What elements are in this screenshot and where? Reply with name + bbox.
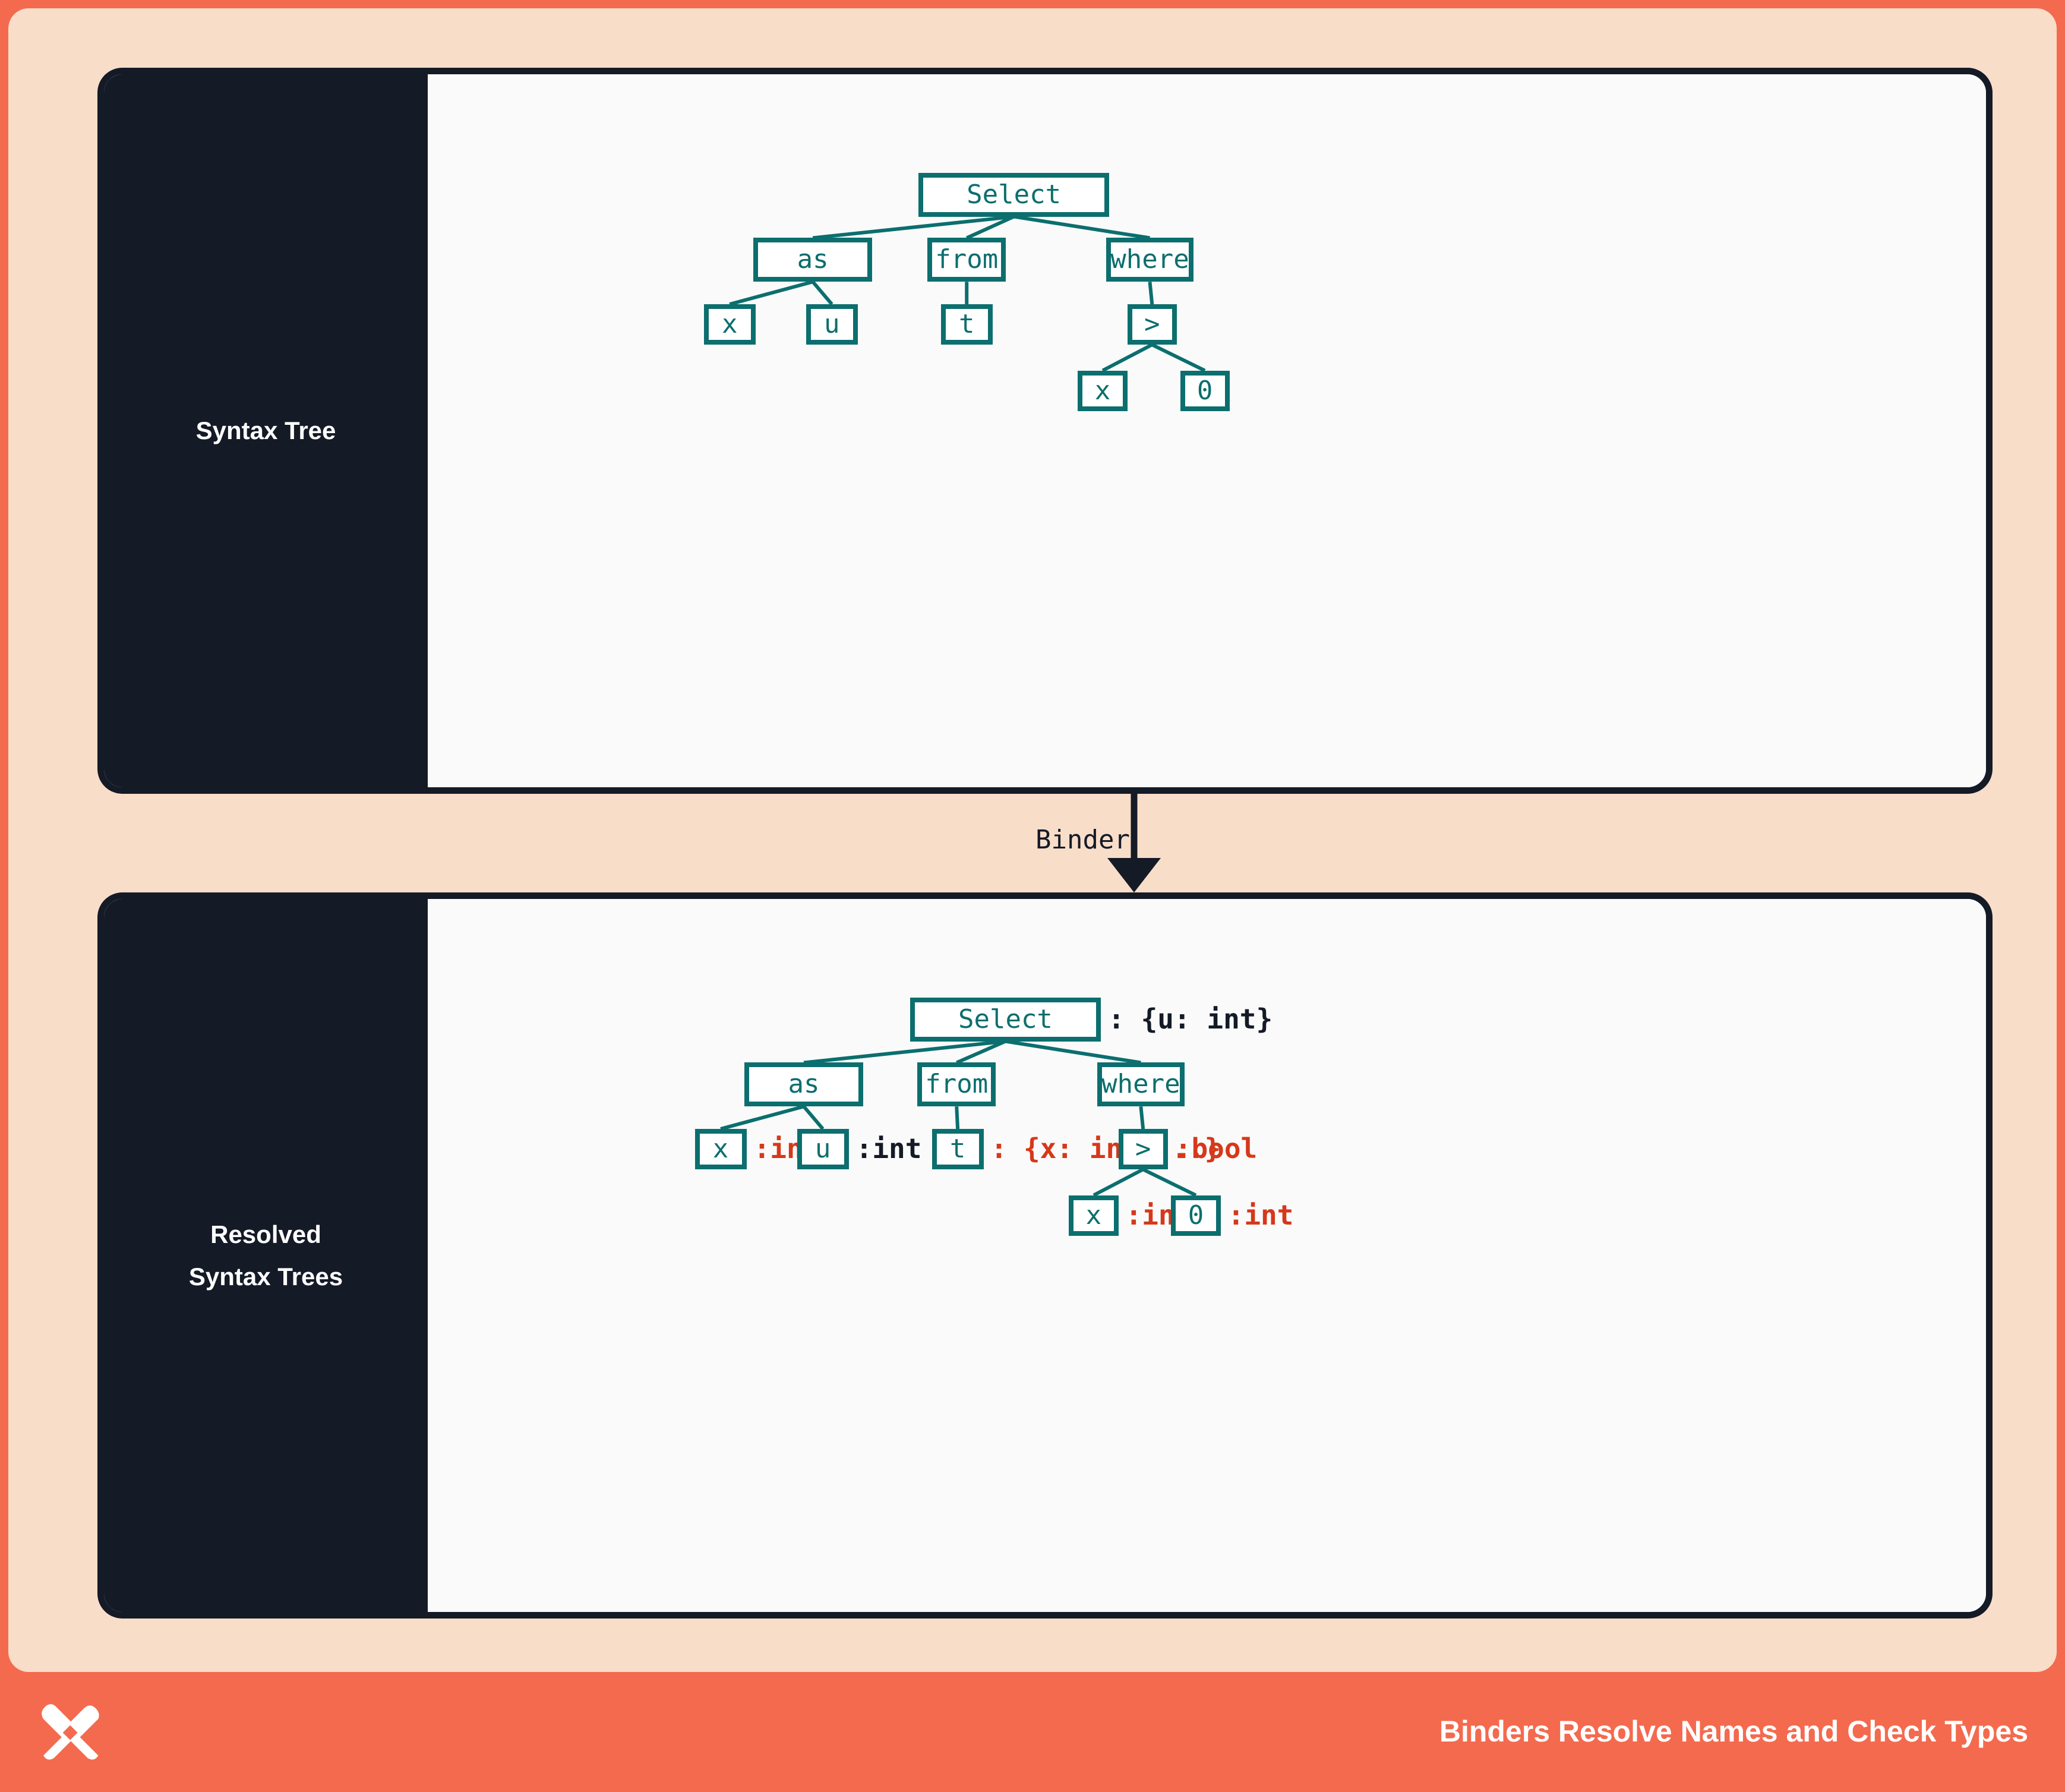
tree-node-x2[interactable]: x xyxy=(1069,1195,1119,1236)
type-annotation-select: : {u: int} xyxy=(1108,1002,1273,1035)
tree-edge-gt1-x2 xyxy=(1093,1168,1144,1197)
panel-resolved-syntax-trees: Resolved Syntax Trees Select : {u: int} as… xyxy=(97,892,1993,1619)
tree-node-select[interactable]: Select xyxy=(918,172,1110,217)
type-annotation-t1: : {x: int,...} xyxy=(990,1132,1221,1165)
tree-canvas-resolved-syntax-trees: Select : {u: int} as from where x :int u :int t : … xyxy=(428,899,1986,1612)
tree-node-label: x xyxy=(1094,375,1111,406)
tree-node-t1[interactable]: t xyxy=(932,1129,984,1170)
tree-node-label: from xyxy=(935,244,999,275)
footer-caption: Binders Resolve Names and Check Types xyxy=(1439,1715,2028,1748)
tree-edge-select-from xyxy=(965,214,1015,240)
tree-node-label: x xyxy=(721,309,738,340)
tree-edge-gt1-x2 xyxy=(1101,343,1153,373)
type-annotation-u1: :int xyxy=(855,1132,922,1165)
tree-edge-gt1-zero1 xyxy=(1142,1168,1197,1197)
sidebar-label-resolved-syntax-trees: Resolved Syntax Trees xyxy=(188,1220,343,1291)
tree-node-label: u xyxy=(814,1134,831,1165)
tree-canvas-syntax-tree: Select as from where x u t > x 0 xyxy=(428,74,1986,787)
sidebar-label-syntax-tree: Syntax Tree xyxy=(195,417,336,445)
tree-edge-select-as xyxy=(812,214,1014,240)
tree-edges-syntax-tree xyxy=(729,214,1206,373)
x-mark-logo-icon xyxy=(42,1704,99,1760)
tree-node-label: from xyxy=(925,1069,989,1100)
tree-edge-where-gt1 xyxy=(1139,1106,1145,1130)
tree-edge-select-where xyxy=(1005,1039,1141,1065)
tree-node-gt1[interactable]: > xyxy=(1127,304,1177,345)
binder-arrow-icon xyxy=(1107,794,1161,892)
tree-node-from[interactable]: from xyxy=(927,238,1006,282)
binder-transition: Binder xyxy=(97,794,1993,892)
tree-edge-from-t1 xyxy=(955,1106,960,1130)
tree-node-label: where xyxy=(1101,1069,1180,1100)
tree-node-u1[interactable]: u xyxy=(806,304,858,345)
tree-node-zero1[interactable]: 0 xyxy=(1171,1195,1221,1236)
type-annotation-zero1: :int xyxy=(1227,1198,1294,1231)
tree-node-as[interactable]: as xyxy=(753,238,873,282)
tree-edge-select-where xyxy=(1013,214,1150,240)
tree-node-label: t xyxy=(958,309,975,340)
tree-edge-as-x1 xyxy=(720,1105,804,1131)
tree-node-label: > xyxy=(1144,309,1160,340)
tree-node-label: as xyxy=(797,244,829,275)
tree-node-from[interactable]: from xyxy=(917,1062,996,1107)
tree-node-label: 0 xyxy=(1188,1200,1204,1231)
tree-node-label: u xyxy=(824,309,840,340)
tree-node-where[interactable]: where xyxy=(1097,1062,1185,1107)
tree-node-as[interactable]: as xyxy=(744,1062,864,1107)
panel-syntax-tree: Syntax Tree Select as from where x u t > x 0 xyxy=(97,68,1993,794)
tree-node-label: where xyxy=(1110,244,1189,275)
tree-node-label: Select xyxy=(967,179,1062,210)
sidebar-resolved-syntax-trees: Resolved Syntax Trees xyxy=(104,899,428,1612)
type-annotation-gt1: :bool xyxy=(1174,1132,1258,1165)
footer-bar: Binders Resolve Names and Check Types xyxy=(0,1672,2065,1792)
tree-node-label: as xyxy=(788,1069,820,1100)
tree-node-zero1[interactable]: 0 xyxy=(1180,370,1230,411)
tree-edge-gt1-zero1 xyxy=(1151,343,1206,373)
tree-node-t1[interactable]: t xyxy=(940,304,993,345)
tree-edge-as-x1 xyxy=(729,280,813,306)
tree-node-label: > xyxy=(1135,1134,1151,1165)
tree-node-label: x xyxy=(1085,1200,1102,1231)
tree-node-label: Select xyxy=(958,1004,1053,1034)
canvas-background: Syntax Tree Select as from where x u t > x 0 Bind… xyxy=(8,8,2057,1672)
sidebar-syntax-tree: Syntax Tree xyxy=(104,74,428,787)
tree-edge-select-from xyxy=(956,1039,1006,1065)
tree-node-label: t xyxy=(949,1134,966,1165)
tree-edge-where-gt1 xyxy=(1148,281,1154,305)
tree-node-select[interactable]: Select xyxy=(910,997,1101,1042)
tree-edges-resolved-syntax-trees xyxy=(720,1039,1197,1197)
tree-edge-as-u1 xyxy=(802,1105,825,1131)
tree-node-x1[interactable]: x xyxy=(703,304,756,345)
binder-label: Binder xyxy=(1035,825,1130,855)
tree-node-x2[interactable]: x xyxy=(1078,370,1128,411)
tree-node-gt1[interactable]: > xyxy=(1118,1129,1168,1170)
tree-edge-select-as xyxy=(803,1039,1006,1065)
tree-node-x1[interactable]: x xyxy=(694,1129,747,1170)
tree-node-where[interactable]: where xyxy=(1106,238,1194,282)
tree-edge-as-u1 xyxy=(811,280,833,306)
tree-node-u1[interactable]: u xyxy=(797,1129,849,1170)
tree-node-label: 0 xyxy=(1196,375,1213,406)
tree-node-label: x xyxy=(712,1134,729,1165)
